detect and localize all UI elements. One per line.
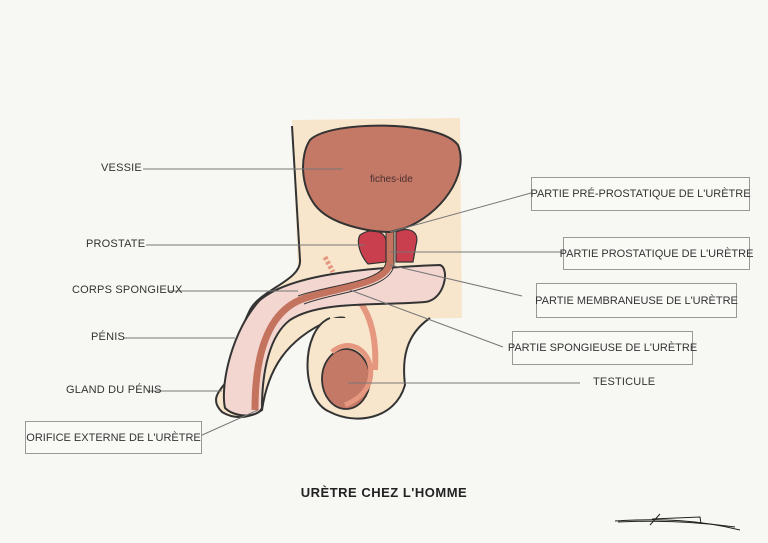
label-orifice-externe: ORIFICE EXTERNE DE L'URÈTRE	[25, 421, 202, 454]
label-penis: PÉNIS	[91, 331, 126, 343]
leader-lines	[123, 168, 580, 437]
label-pre-prostatique: PARTIE PRÉ-PROSTATIQUE DE L'URÈTRE	[530, 177, 751, 211]
label-membraneuse: PARTIE MEMBRANEUSE DE L'URÈTRE	[535, 283, 738, 318]
label-corps-spongieux: CORPS SPONGIEUX	[72, 284, 183, 296]
urethra	[251, 228, 394, 411]
label-prostatique: PARTIE PROSTATIQUE DE L'URÈTRE	[560, 237, 753, 270]
bladder	[302, 124, 462, 234]
prostate-right	[395, 229, 418, 263]
label-spongieuse: PARTIE SPONGIEUSE DE L'URÈTRE	[508, 331, 697, 365]
testicle	[321, 348, 371, 410]
epididymis	[330, 343, 374, 408]
label-testicule: TESTICULE	[593, 376, 656, 388]
label-prostate: PROSTATE	[86, 238, 146, 250]
signature	[614, 513, 741, 531]
vas-deferens-stub	[322, 255, 336, 274]
label-gland: GLAND DU PÉNIS	[66, 384, 162, 396]
label-vessie: VESSIE	[101, 162, 142, 174]
watermark: fiches-ide	[370, 174, 413, 185]
diagram-title: URÈTRE CHEZ L'HOMME	[300, 485, 468, 500]
penis	[222, 263, 446, 417]
